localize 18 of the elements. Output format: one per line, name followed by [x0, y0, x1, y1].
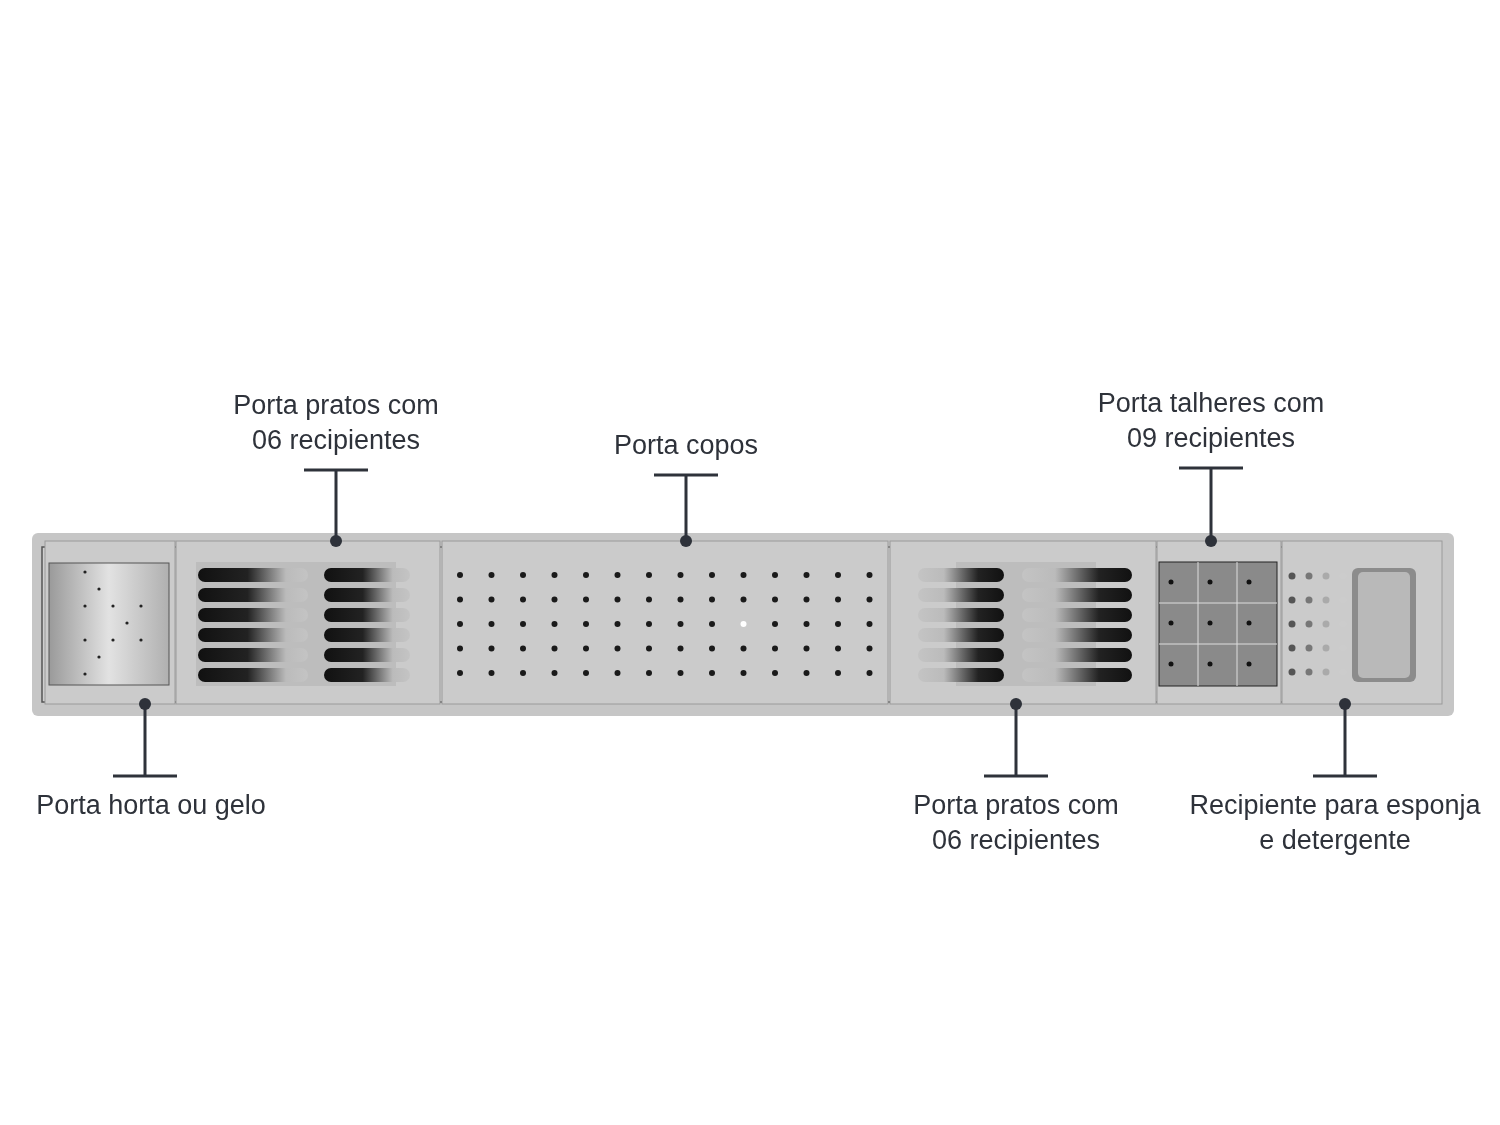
- callout-label: Porta pratos com 06 recipientes: [216, 388, 456, 458]
- sponge-holder-compartment: [1281, 540, 1443, 705]
- cutlery-holder-compartment: [1156, 540, 1282, 705]
- callout-label: Porta horta ou gelo: [1, 788, 301, 823]
- leader-line: [982, 698, 1050, 778]
- dish-rack-compartment: [175, 540, 441, 705]
- vegetable-basket-compartment: [44, 540, 176, 705]
- leader-line: [1311, 698, 1379, 778]
- dish-rack-compartment: [889, 540, 1157, 705]
- leader-line: [111, 698, 179, 778]
- leader-line: [652, 473, 720, 547]
- callout-label: Porta pratos com 06 recipientes: [896, 788, 1136, 858]
- callout-label: Recipiente para esponja e detergente: [1185, 788, 1485, 858]
- leader-line: [302, 468, 370, 547]
- cup-rack-compartment: [441, 540, 889, 705]
- callout-label: Porta copos: [561, 428, 811, 463]
- leader-line: [1177, 466, 1245, 547]
- callout-label: Porta talheres com 09 recipientes: [1086, 386, 1336, 456]
